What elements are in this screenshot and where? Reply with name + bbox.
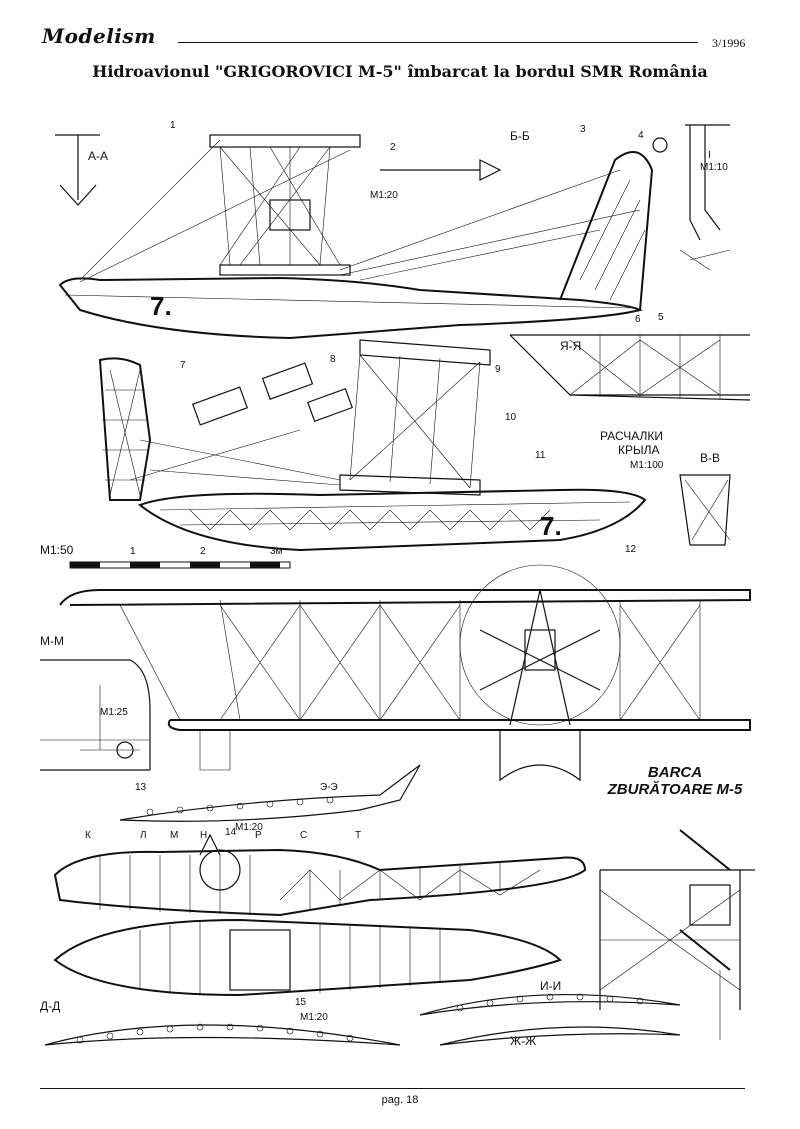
scale-tick-1: 1: [130, 546, 136, 557]
scale-tick-2: 2: [200, 546, 206, 557]
station-r: Р: [255, 830, 262, 841]
callout-2: 2: [390, 142, 396, 153]
hull-number-side: 7.: [150, 291, 172, 321]
scale-bar-label: M1:50: [40, 543, 74, 557]
footer-rule: [40, 1088, 745, 1089]
station-s: С: [300, 830, 307, 841]
section-ee: Э-Э M1:20: [119, 764, 421, 833]
hull-side-lower: [53, 833, 587, 917]
callout-4: 4: [638, 130, 644, 141]
section-mm-label: М-М: [40, 634, 64, 648]
callout-3: 3: [580, 124, 586, 135]
station-l: Л: [140, 830, 147, 841]
engine-detail: [599, 829, 755, 1040]
section-dd-scale: M1:20: [300, 1012, 328, 1023]
hull-plan-lower: [53, 918, 562, 997]
station-letters: К Л М Н Р С Т: [85, 830, 361, 841]
hull-number-perspective: 7.: [540, 511, 562, 541]
section-mm-scale: M1:25: [100, 707, 128, 718]
wing-struts-label-2: КРЫЛА: [618, 443, 660, 457]
callout-13: 13: [135, 782, 147, 793]
section-ee-label: Э-Э: [320, 782, 338, 793]
section-vv-label: В-В: [700, 451, 720, 465]
detail-i-label: I: [708, 150, 711, 161]
page-number: pag. 18: [381, 1094, 419, 1106]
section-dd: Д-Д M1:20: [40, 999, 401, 1046]
issue-number: 3/1996: [712, 36, 746, 50]
detail-i-scale: M1:10: [700, 162, 728, 173]
callout-1: 1: [170, 120, 176, 131]
scale-bar: M1:50 1 2 3м: [40, 543, 291, 569]
station-m: М: [170, 830, 178, 841]
callout-10: 10: [505, 412, 517, 423]
caption-line-1: BARCA: [647, 764, 703, 781]
section-aa-label: А-А: [88, 149, 108, 163]
callout-12: 12: [625, 544, 637, 555]
section-bb-label: Б-Б: [510, 129, 530, 143]
section-ii-label: И-И: [540, 979, 561, 993]
page-title: Hidroavionul "GRIGOROVICI M-5" îmbarcat …: [92, 62, 708, 81]
section-ee-scale: M1:20: [235, 822, 263, 833]
technical-drawing: 7. А-А Б-Б M1:20 I M1:10 Я-Я РАСЧАЛКИ КР…: [40, 120, 755, 1048]
drawing-caption: BARCA ZBURĂTOARE M-5: [590, 764, 760, 798]
station-n: Н: [200, 830, 207, 841]
section-dd-label: Д-Д: [40, 999, 60, 1013]
callout-15: 15: [295, 997, 307, 1008]
callout-14: 14: [225, 827, 237, 838]
callout-9: 9: [495, 364, 501, 375]
callout-8: 8: [330, 354, 336, 365]
station-t: Т: [355, 830, 361, 841]
callout-11: 11: [535, 450, 546, 461]
callout-5: 5: [658, 312, 664, 323]
station-k: К: [85, 830, 91, 841]
section-mm: М-М M1:25: [40, 634, 151, 771]
magazine-logo: Modelism: [42, 24, 156, 48]
wing-struts-scale: M1:100: [630, 460, 664, 471]
side-view-top: 7. А-А Б-Б M1:20 I M1:10: [55, 124, 731, 340]
callout-6: 6: [635, 314, 641, 325]
section-ii-zhzh: И-И Ж-Ж: [419, 979, 681, 1048]
header-rule: [178, 42, 698, 43]
wing-plan-view: [59, 564, 751, 782]
scale-tick-3: 3м: [270, 546, 283, 557]
caption-line-2: ZBURĂTOARE M-5: [607, 781, 743, 798]
wing-struts-label-1: РАСЧАЛКИ: [600, 429, 663, 443]
section-yaya-label: Я-Я: [560, 339, 581, 353]
wing-section-view: Я-Я РАСЧАЛКИ КРЫЛА M1:100 В-В: [509, 334, 751, 546]
perspective-view: 7.: [98, 339, 647, 552]
section-bb-scale: M1:20: [370, 190, 398, 201]
part-callouts: 1 2 3 4 5 6 7 8 9 10 11 12 13 14 15: [135, 120, 664, 1008]
section-zhzh-label: Ж-Ж: [510, 1034, 536, 1048]
callout-7: 7: [180, 360, 186, 371]
